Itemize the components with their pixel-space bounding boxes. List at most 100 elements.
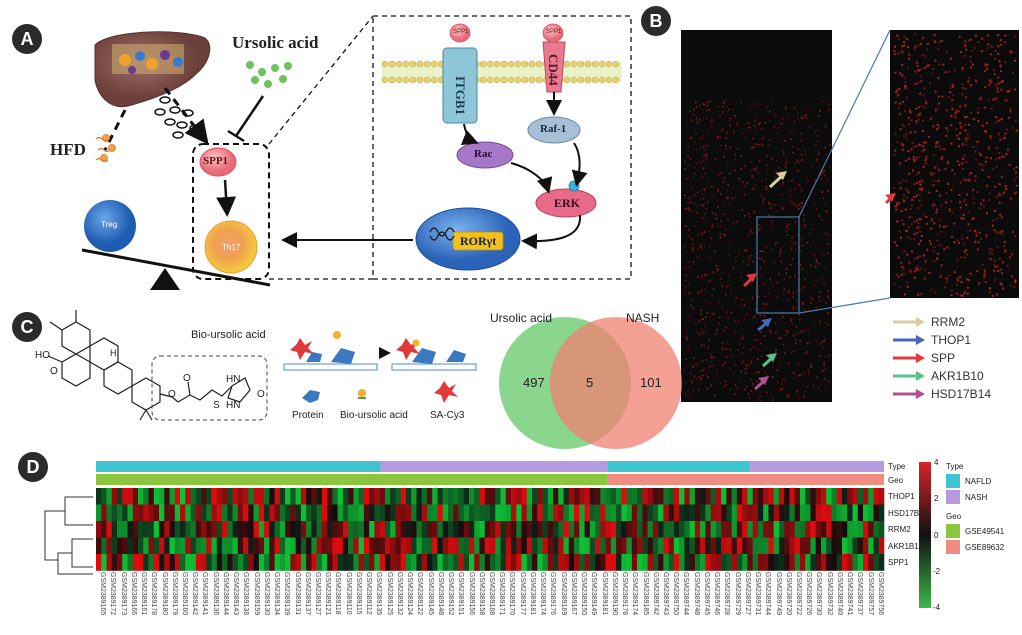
heatmap-cell bbox=[521, 554, 528, 571]
heatmap-cell bbox=[411, 488, 417, 505]
heatmap-cell bbox=[658, 488, 664, 505]
heatmap-cell bbox=[411, 504, 417, 522]
heatmap-cell bbox=[621, 504, 627, 522]
heatmap-cell bbox=[595, 488, 601, 505]
heatmap-cell bbox=[174, 521, 181, 538]
heatmap-cell bbox=[610, 537, 617, 555]
heatmap-cell bbox=[532, 554, 538, 571]
heatmap-cell bbox=[237, 521, 244, 538]
heatmap-cell bbox=[185, 554, 191, 571]
heatmap-sample-label: GSM2389118 bbox=[334, 572, 342, 615]
heatmap-cell bbox=[348, 521, 354, 538]
heatmap-cell bbox=[353, 504, 359, 522]
legend-item-thop1: THOP1 bbox=[893, 333, 971, 347]
heatmap-cell bbox=[384, 537, 391, 555]
heatmap-cell bbox=[852, 488, 859, 505]
heatmap-cell bbox=[190, 521, 197, 538]
heatmap-cell bbox=[400, 537, 407, 555]
heatmap-cell bbox=[736, 488, 743, 505]
heatmap-cell bbox=[679, 554, 685, 571]
heatmap-cell bbox=[658, 537, 664, 555]
heatmap-cell bbox=[589, 504, 596, 522]
heatmap-cell bbox=[542, 521, 549, 538]
heatmap-cell bbox=[216, 504, 223, 522]
heatmap-sample-label: GSM2389149 bbox=[590, 572, 598, 616]
heatmap-cell bbox=[600, 504, 606, 522]
heatmap-cell bbox=[227, 521, 233, 538]
heatmap-cell bbox=[111, 537, 118, 555]
heatmap-cell bbox=[710, 488, 717, 505]
heatmap-cell bbox=[285, 537, 291, 555]
heatmap-cell bbox=[574, 488, 580, 505]
heatmap-cell bbox=[437, 521, 444, 538]
heatmap-sample-label: GSM2389125 bbox=[385, 572, 393, 616]
colorbar-tick-neg4: -4 bbox=[933, 603, 941, 612]
heatmap-cell bbox=[789, 504, 795, 522]
heatmap-cell bbox=[468, 537, 475, 555]
heatmap-cell bbox=[873, 554, 880, 571]
heatmap-cell bbox=[836, 504, 843, 522]
heatmap-cell bbox=[138, 504, 144, 522]
heatmap-cell bbox=[348, 488, 354, 505]
heatmap-cell bbox=[616, 521, 622, 538]
heatmap-cell bbox=[132, 521, 139, 538]
heatmap-sample-label: GSM2389174 bbox=[631, 572, 639, 616]
heatmap-cell bbox=[768, 488, 774, 505]
heatmap-cell bbox=[426, 537, 433, 555]
heatmap-cell bbox=[684, 488, 690, 505]
heatmap-cell bbox=[799, 521, 806, 538]
heatmap-cell bbox=[757, 521, 764, 538]
heatmap-sample-label: GSM2389135 bbox=[375, 572, 383, 616]
heatmap-sample-label: GSM2389750 bbox=[672, 572, 680, 616]
heatmap-cell bbox=[416, 537, 423, 555]
heatmap-cell bbox=[826, 488, 832, 505]
heatmap-cell bbox=[321, 521, 328, 538]
legend-arrow-icon bbox=[893, 371, 925, 381]
heatmap-cell bbox=[122, 537, 128, 555]
heatmap-cell bbox=[679, 537, 685, 555]
heatmap-cell bbox=[421, 504, 428, 522]
heatmap-cell bbox=[395, 554, 401, 571]
heatmap-cell bbox=[269, 554, 275, 571]
heatmap-cell bbox=[831, 504, 838, 522]
heatmap-cell bbox=[841, 504, 848, 522]
heatmap-cell bbox=[673, 521, 680, 538]
heatmap-cell bbox=[437, 488, 444, 505]
heatmap-cell bbox=[484, 504, 491, 522]
itgb1-label: ITGB1 bbox=[453, 76, 468, 116]
heatmap-cell bbox=[453, 554, 459, 571]
heatmap-cell bbox=[736, 504, 743, 522]
heatmap-cell bbox=[600, 521, 606, 538]
heatmap-cell bbox=[463, 521, 470, 538]
heatmap-cell bbox=[421, 521, 428, 538]
heatmap-cell bbox=[810, 537, 817, 555]
heatmap-cell bbox=[432, 521, 438, 538]
heatmap-cell bbox=[715, 504, 722, 522]
panel-label-d: D bbox=[18, 452, 48, 482]
heatmap-cell bbox=[484, 488, 491, 505]
heatmap-sample-label: GSM2389145 bbox=[426, 572, 434, 616]
heatmap-cell bbox=[411, 521, 417, 538]
heatmap-cell bbox=[490, 488, 496, 505]
heatmap-cell bbox=[201, 521, 207, 538]
heatmap-sample-label: GSM2389744 bbox=[682, 572, 690, 616]
heatmap-sample-label: GSM2389169 bbox=[559, 572, 567, 616]
heatmap-cell bbox=[589, 488, 596, 505]
heatmap-cell bbox=[784, 504, 790, 522]
heatmap-cell bbox=[857, 537, 864, 555]
heatmap-cell bbox=[148, 554, 155, 571]
heatmap-sample-label: GSM2389173 bbox=[119, 572, 127, 616]
heatmap-cell bbox=[490, 537, 496, 555]
heatmap-cell bbox=[143, 488, 149, 505]
heatmap-cell bbox=[721, 537, 727, 555]
heatmap-cell bbox=[390, 537, 396, 555]
heatmap-cell bbox=[747, 554, 753, 571]
heatmap-cell bbox=[626, 504, 633, 522]
heatmap-cell bbox=[384, 504, 391, 522]
heatmap-cell bbox=[363, 488, 370, 505]
heatmap-cell bbox=[553, 554, 559, 571]
heatmap-cell bbox=[637, 521, 643, 538]
heatmap-cell bbox=[747, 521, 753, 538]
heatmap-cell bbox=[285, 488, 291, 505]
heatmap-cell bbox=[253, 504, 260, 522]
